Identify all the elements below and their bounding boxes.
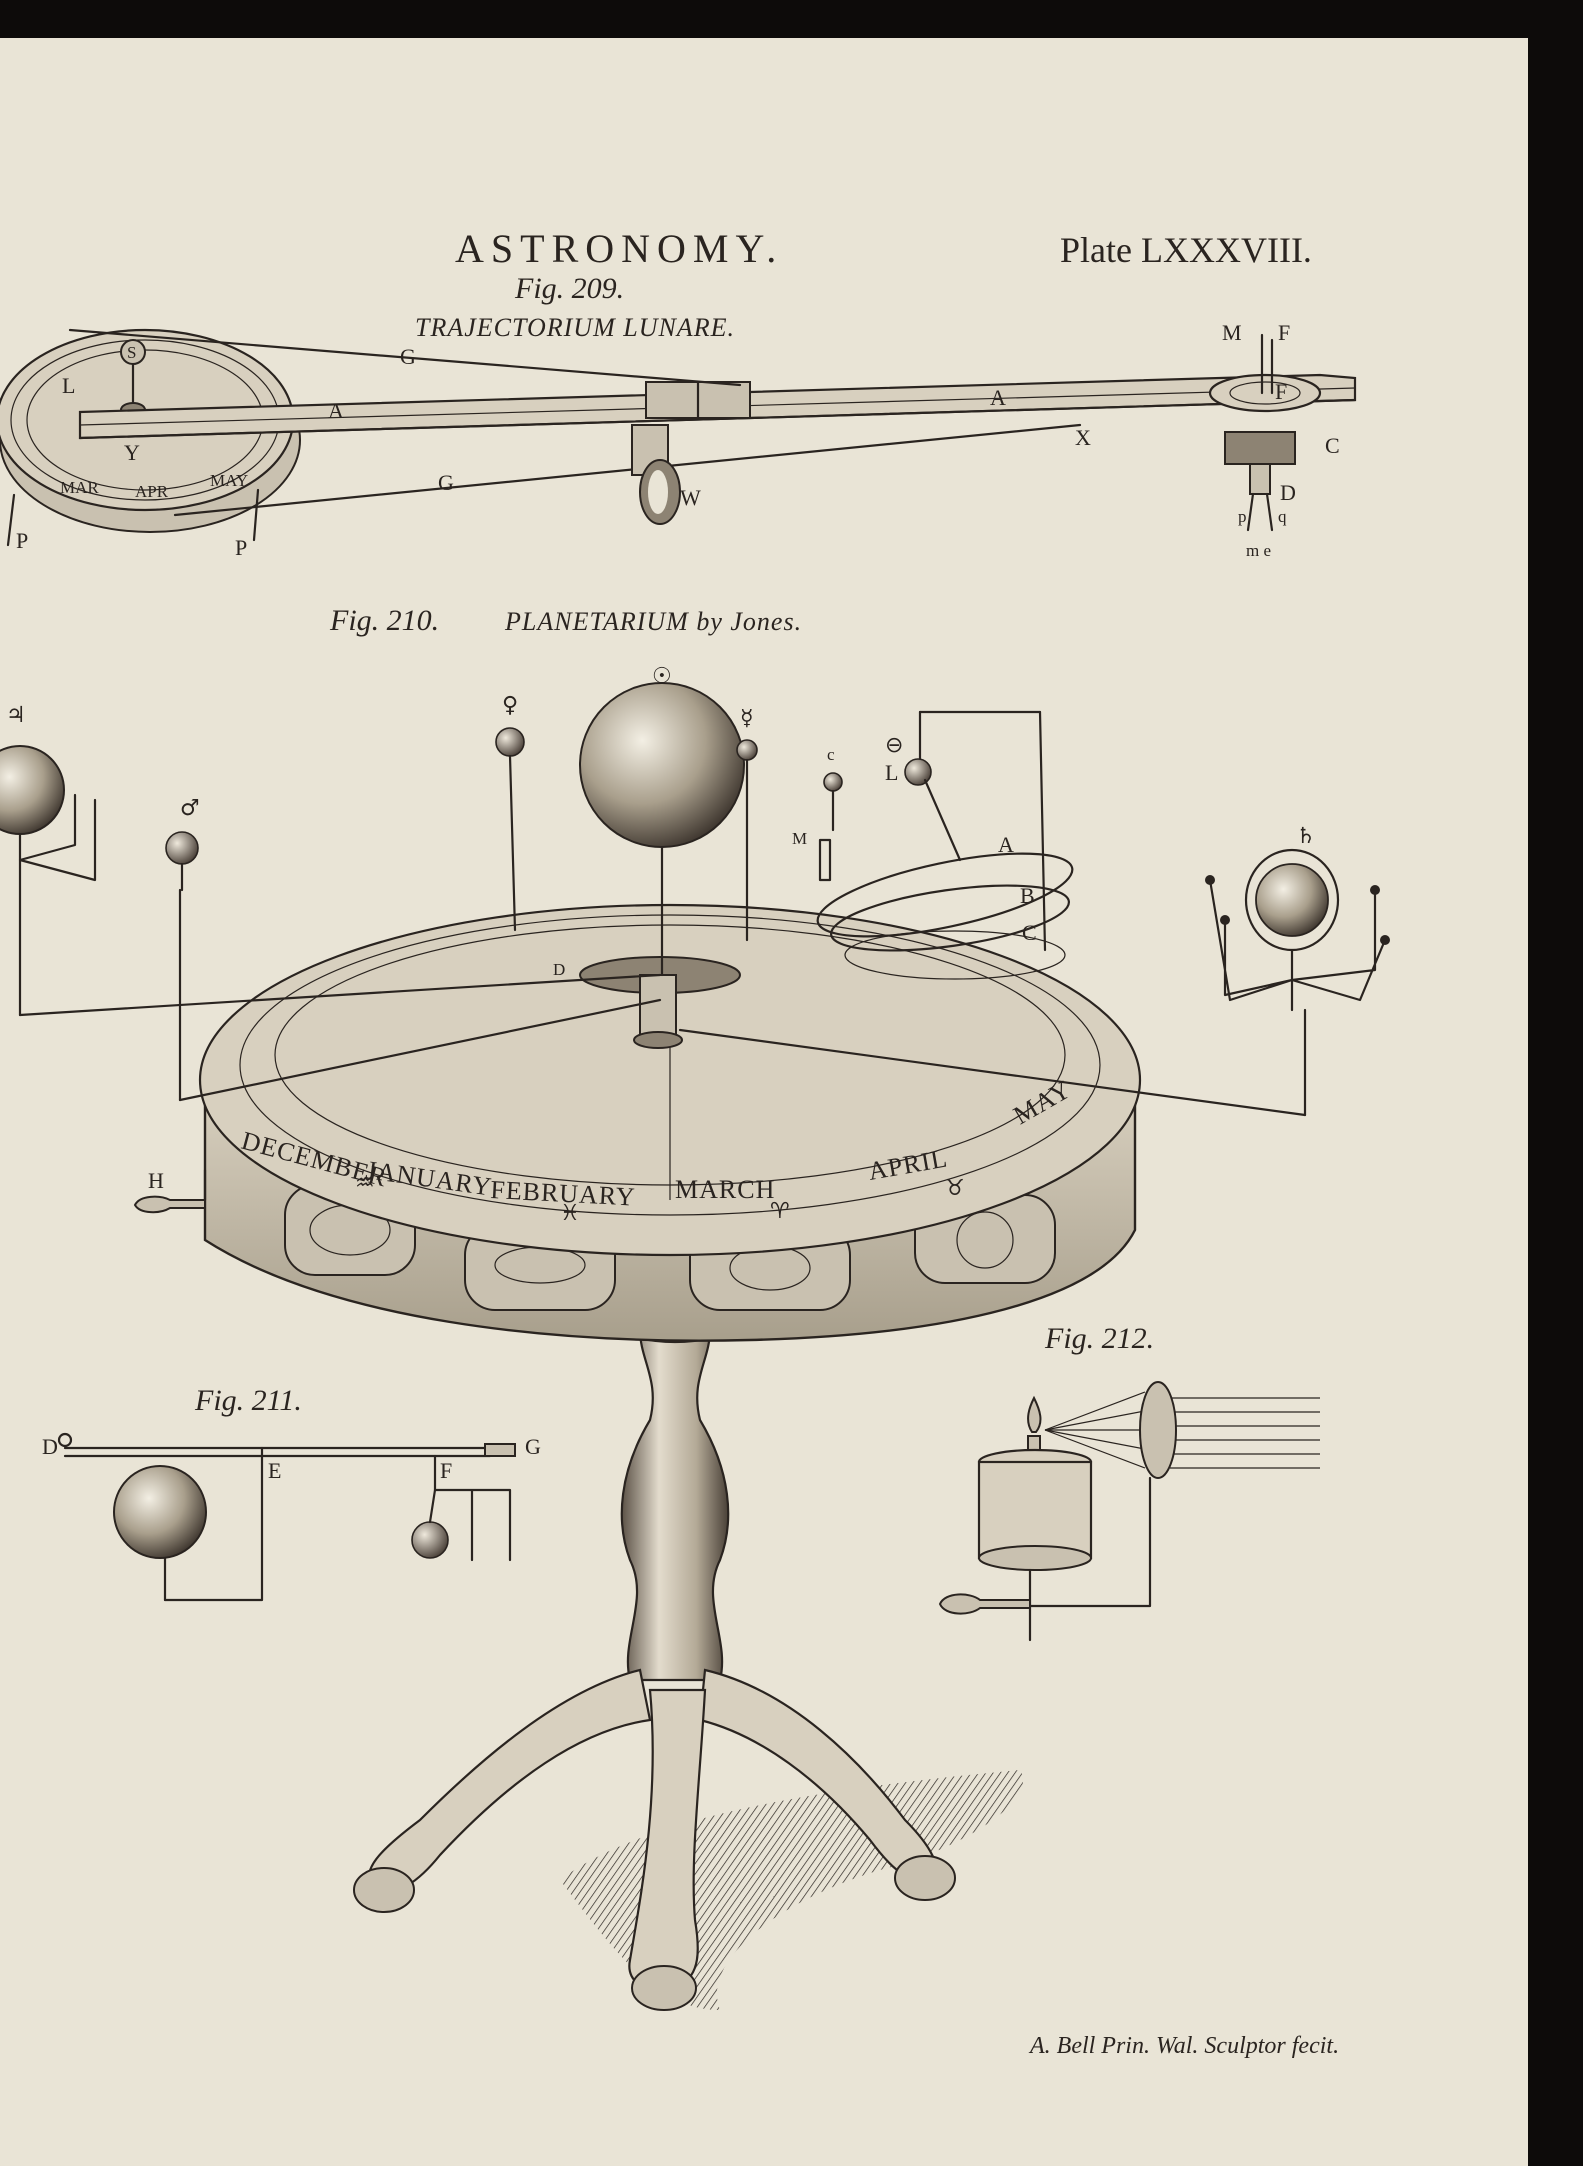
fig210-moon-globe	[904, 758, 932, 786]
fig210-mars-symbol: ♂	[180, 796, 200, 821]
fig210-month-mar: MARCH	[675, 1175, 775, 1204]
fig209-label-P1: P	[16, 528, 28, 553]
fig209-dial-month-3: MAY	[210, 471, 248, 490]
fig209-label-me: m e	[1246, 541, 1271, 560]
fig209-right-disc	[1208, 373, 1322, 413]
fig209-dial-month-2: APR	[135, 482, 169, 501]
fig210-arm-mars	[178, 998, 662, 1102]
fig209-label-p: p	[1238, 507, 1247, 526]
fig210-label-C: C	[1022, 920, 1037, 945]
fig210-label-L: L	[885, 760, 898, 785]
plate-title: ASTRONOMY.	[455, 226, 783, 271]
fig211-number: Fig. 211.	[194, 1384, 302, 1417]
fig210-planetarium: Fig. 210. PLANETARIUM by Jones. DECEMBER	[0, 604, 1390, 2011]
fig209-label-F1: F	[1278, 320, 1290, 345]
fig209-trajectorium: Fig. 209. TRAJECTORIUM LUNARE. MAR APR M…	[0, 272, 1357, 560]
fig210-orbit-A	[816, 852, 1074, 938]
fig209-number: Fig. 209.	[514, 272, 624, 305]
fig209-leg-left	[6, 493, 16, 547]
fig210-earth-globe	[823, 772, 843, 792]
fig210-mercury-symbol: ☿	[740, 706, 754, 731]
engraver-credit: A. Bell Prin. Wal. Sculptor fecit.	[1028, 2033, 1339, 2059]
fig210-arm-saturn	[678, 1028, 1307, 1117]
fig211-label-E: E	[268, 1458, 281, 1483]
fig210-sun-globe	[579, 682, 745, 848]
fig210-zodiac-taurus: ♉	[945, 1176, 965, 1201]
fig210-orbit-C	[844, 930, 1066, 980]
fig210-calendar-ring	[239, 914, 1101, 1216]
fig212-reflector	[1139, 1381, 1177, 1479]
fig209-label-C: C	[1325, 433, 1340, 458]
fig212-lantern	[977, 1460, 1093, 1560]
fig210-saturn-symbol: ♄	[1296, 824, 1316, 849]
fig210-jupiter-symbol: ♃	[6, 703, 26, 728]
fig210-foot-front	[631, 1965, 697, 2011]
fig209-leg-right	[252, 488, 260, 542]
fig209-label-D: D	[1280, 480, 1296, 505]
fig209-cord-upper	[68, 328, 742, 387]
fig209-label-G1: G	[400, 344, 416, 369]
plate-number: Plate LXXXVIII.	[1060, 230, 1312, 270]
fig209-label-F2: F	[1275, 379, 1287, 404]
fig210-venus-globe	[495, 727, 525, 757]
fig210-venus-symbol: ♀	[502, 693, 518, 718]
fig212: Fig. 212.	[938, 1322, 1320, 1642]
fig210-earth-symbol: ⊖	[885, 733, 903, 758]
fig210-foot-right	[894, 1855, 956, 1901]
fig210-label-A: A	[998, 832, 1014, 857]
fig210-label-H: H	[148, 1168, 164, 1193]
fig210-zodiac-aries: ♈	[770, 1199, 790, 1224]
fig210-foot-left	[353, 1867, 415, 1913]
fig209-label-P2: P	[235, 535, 247, 560]
fig211-globe	[113, 1465, 207, 1559]
fig209-cord-lower	[173, 423, 1082, 517]
fig210-number: Fig. 210.	[329, 604, 439, 637]
fig210-saturn-globe	[1255, 863, 1329, 937]
fig209-label-A1: A	[328, 398, 344, 423]
fig212-number: Fig. 212.	[1044, 1322, 1154, 1355]
fig210-arm-left	[18, 973, 662, 1017]
fig210-zodiac-aquarius: ♒	[355, 1171, 375, 1196]
fig209-label-M: M	[1222, 320, 1242, 345]
fig211: Fig. 211. D E F G	[42, 1384, 541, 1602]
fig210-label-D: D	[553, 960, 565, 979]
fig209-dial-month-1: MAR	[60, 478, 99, 497]
fig210-mars-globe	[165, 831, 199, 865]
fig210-zodiac-pisces: ♓	[560, 1201, 580, 1226]
fig211-label-D: D	[42, 1434, 58, 1459]
fig209-label-Y: Y	[124, 440, 140, 465]
fig210-name: PLANETARIUM by Jones.	[504, 607, 802, 636]
fig209-label-G2: G	[438, 470, 454, 495]
fig210-label-c: c	[827, 745, 835, 764]
fig209-label-L: L	[62, 373, 75, 398]
fig212-rays	[1044, 1391, 1320, 1469]
fig210-label-M: M	[792, 829, 807, 848]
fig211-moon	[411, 1521, 449, 1559]
fig210-mercury-globe	[736, 739, 758, 761]
fig209-label-X: X	[1075, 425, 1091, 450]
fig210-handle	[133, 1195, 206, 1214]
fig209-label-W: W	[680, 485, 701, 510]
fig209-right-block	[1224, 431, 1296, 465]
fig211-label-G: G	[525, 1434, 541, 1459]
fig212-flame	[1027, 1395, 1042, 1433]
fig210-orbit-B	[830, 884, 1070, 952]
fig211-label-F: F	[440, 1458, 452, 1483]
fig209-label-q: q	[1278, 507, 1287, 526]
fig209-name: TRAJECTORIUM LUNARE.	[415, 313, 735, 342]
fig212-handle	[938, 1593, 1031, 1615]
fig210-label-B: B	[1020, 883, 1035, 908]
fig209-label-A2: A	[990, 385, 1006, 410]
fig209-label-S: S	[127, 343, 136, 362]
